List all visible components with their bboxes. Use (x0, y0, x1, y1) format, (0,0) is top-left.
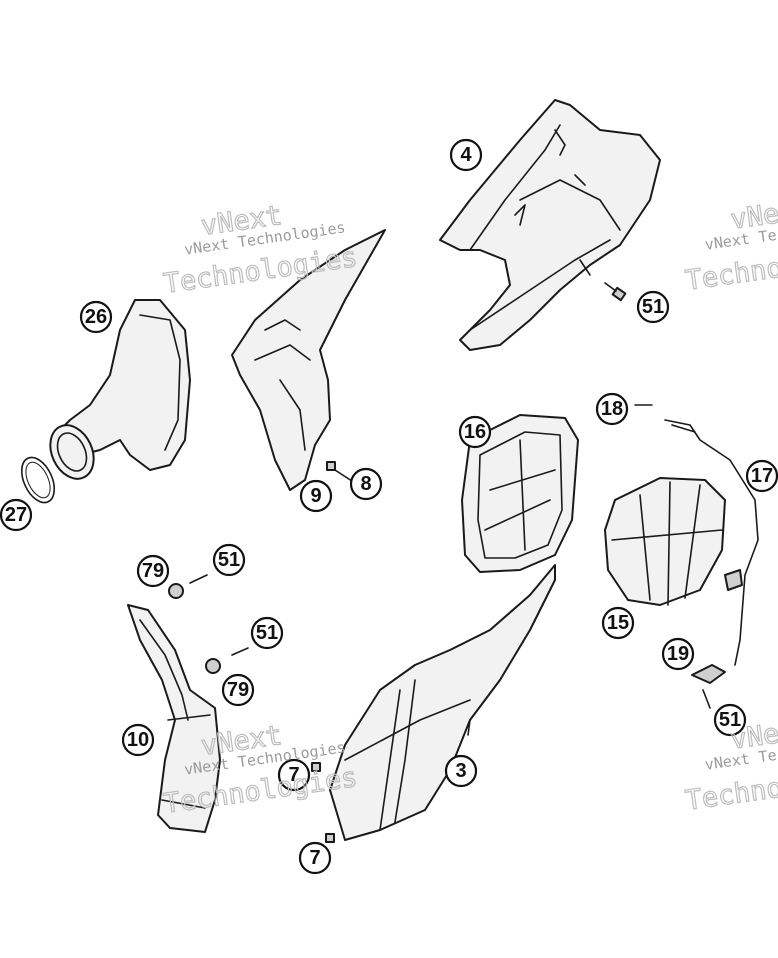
svg-text:16: 16 (464, 421, 486, 443)
svg-text:17: 17 (751, 465, 773, 487)
part-intake-scoop (127, 604, 221, 833)
part-washer-a (168, 574, 208, 599)
callout-4: 4 (449, 138, 483, 172)
svg-text:51: 51 (719, 709, 741, 731)
callout-19: 19 (661, 637, 695, 671)
part-fastener-a (311, 762, 321, 772)
callout-7-upper: 7 (277, 758, 311, 792)
callout-9: 9 (299, 479, 333, 513)
svg-text:27: 27 (5, 504, 27, 526)
part-clamp (20, 456, 56, 504)
svg-text:79: 79 (142, 560, 164, 582)
svg-text:15: 15 (607, 612, 629, 634)
part-number-plate-left (231, 229, 386, 491)
callout-18: 18 (595, 392, 629, 426)
callout-51-upper: 51 (212, 543, 246, 577)
part-bracket (691, 664, 726, 709)
part-airbox-boot (49, 299, 191, 480)
part-fastener-b (325, 833, 335, 843)
part-filter-holder (664, 419, 759, 666)
svg-text:79: 79 (227, 679, 249, 701)
callout-26: 26 (79, 300, 113, 334)
part-filter-cage (461, 414, 579, 573)
part-washer-b (205, 647, 249, 674)
callout-16: 16 (458, 415, 492, 449)
callout-8: 8 (349, 467, 383, 501)
callout-79-upper: 79 (136, 554, 170, 588)
part-air-filter (604, 477, 726, 606)
watermark-top-right: vNext vNext Technologies Technologies (683, 193, 778, 297)
callout-51-middle: 51 (250, 616, 284, 650)
svg-text:51: 51 (256, 622, 278, 644)
svg-text:18: 18 (601, 398, 623, 420)
svg-text:51: 51 (218, 549, 240, 571)
svg-text:26: 26 (85, 306, 107, 328)
callout-51-fender: 51 (636, 290, 670, 324)
svg-text:8: 8 (360, 473, 371, 495)
svg-text:51: 51 (642, 296, 664, 318)
part-side-panel (329, 564, 556, 841)
callout-27: 27 (0, 498, 33, 532)
svg-text:9: 9 (310, 485, 321, 507)
part-screw-a (604, 282, 627, 302)
svg-text:7: 7 (288, 764, 299, 786)
callout-51-lower: 51 (713, 703, 747, 737)
svg-text:7: 7 (309, 847, 320, 869)
callout-15: 15 (601, 606, 635, 640)
part-rear-fender (439, 99, 661, 351)
callout-3: 3 (444, 754, 478, 788)
callout-7-lower: 7 (298, 841, 332, 875)
callout-10: 10 (121, 723, 155, 757)
svg-text:4: 4 (460, 144, 472, 166)
callout-17: 17 (745, 459, 778, 493)
svg-text:19: 19 (667, 643, 689, 665)
callout-79-lower: 79 (221, 673, 255, 707)
svg-text:3: 3 (455, 760, 466, 782)
svg-text:10: 10 (127, 729, 149, 751)
